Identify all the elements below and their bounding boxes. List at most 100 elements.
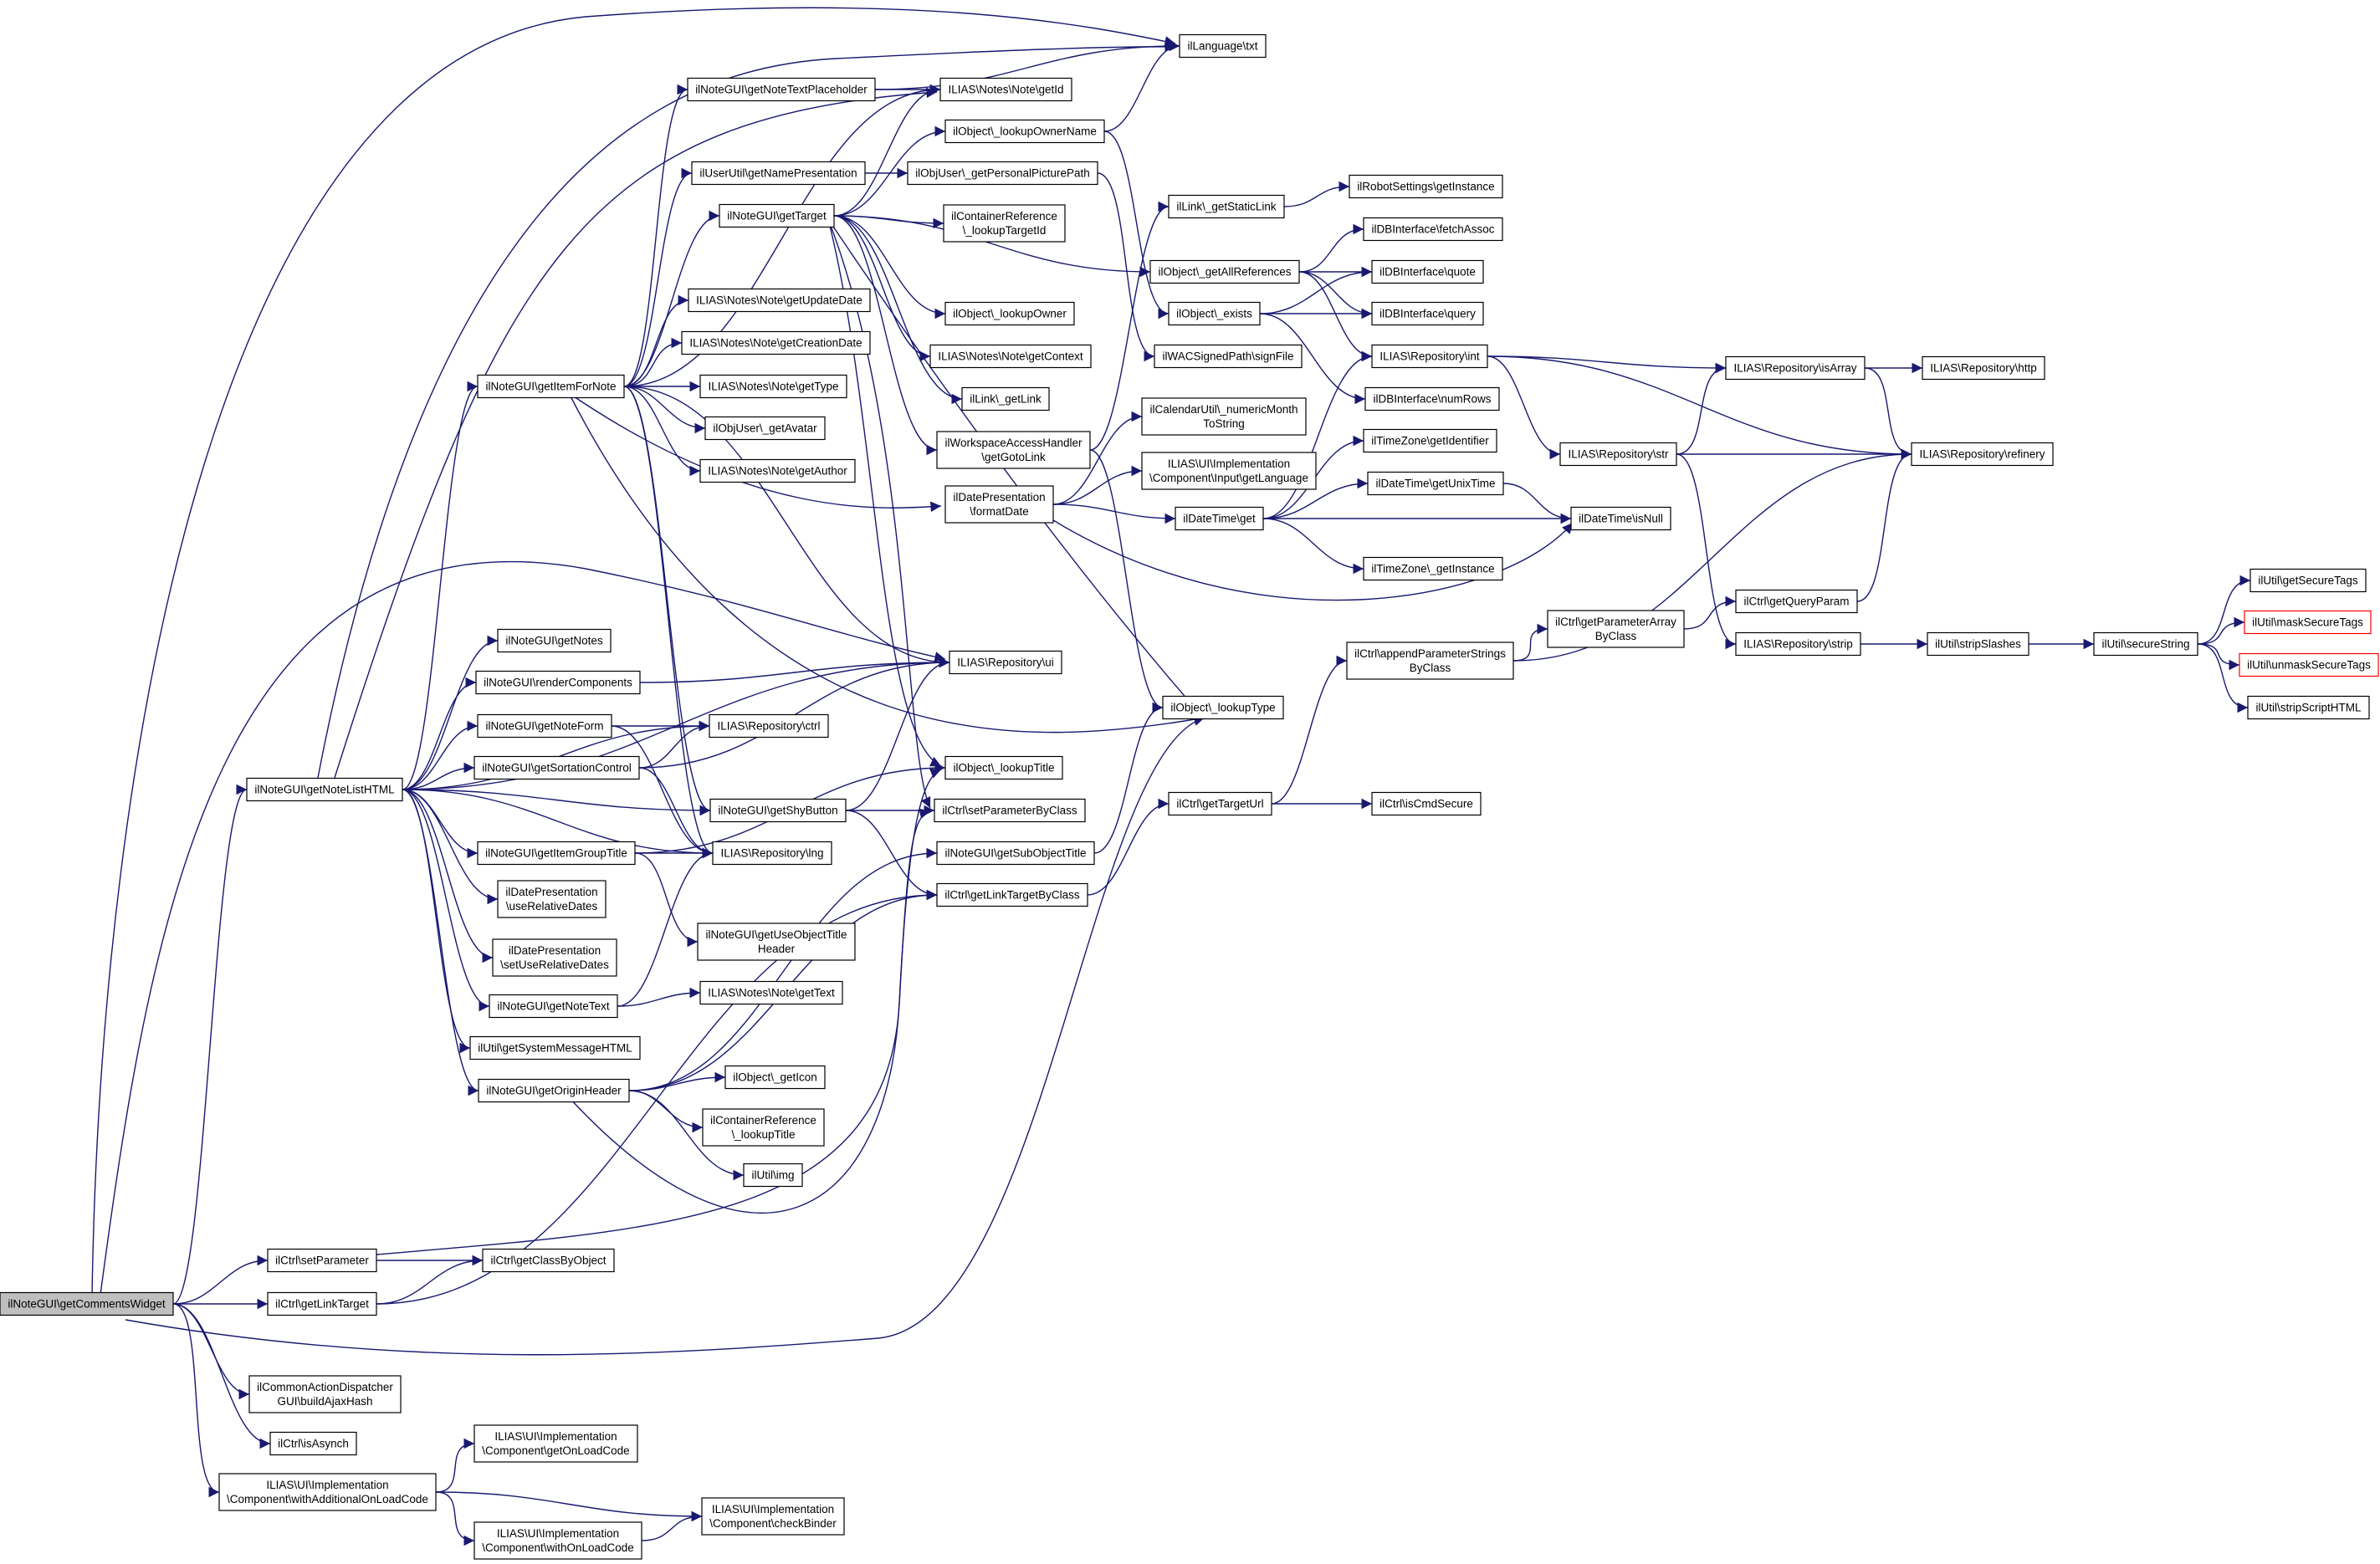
node-getSecureTags[interactable]: ilUtil\getSecureTags — [2249, 568, 2367, 593]
node-root[interactable]: ilNoteGUI\getCommentsWidget — [0, 1291, 174, 1316]
node-getAllReferences[interactable]: ilObject\_getAllReferences — [1149, 259, 1300, 284]
node-noteGetAuthor[interactable]: ILIAS\Notes\Note\getAuthor — [699, 458, 856, 483]
node-withAdditionalOnLoadCode[interactable]: ILIAS\UI\Implementation\Component\withAd… — [218, 1473, 437, 1511]
node-signFile[interactable]: ilWACSignedPath\signFile — [1154, 344, 1303, 369]
node-withOnLoadCode[interactable]: ILIAS\UI\Implementation\Component\withOn… — [473, 1521, 642, 1560]
node-getStaticLink[interactable]: ilLink\_getStaticLink — [1168, 194, 1285, 219]
node-contRefLookupTargetId[interactable]: ilContainerReference\_lookupTargetId — [943, 204, 1066, 243]
node-getTarget[interactable]: ilNoteGUI\getTarget — [719, 203, 835, 228]
node-tzGetIdentifier[interactable]: ilTimeZone\getIdentifier — [1363, 428, 1497, 453]
node-getShyButton[interactable]: ilNoteGUI\getShyButton — [709, 798, 847, 823]
node-getItemForNote[interactable]: ilNoteGUI\getItemForNote — [477, 374, 625, 399]
node-setParameterByClass[interactable]: ilCtrl\setParameterByClass — [934, 798, 1086, 823]
node-maskSecureTags[interactable]: ilUtil\maskSecureTags — [2244, 610, 2372, 635]
node-lookupOwnerName[interactable]: ilObject\_lookupOwnerName — [944, 119, 1105, 144]
node-getOriginHeader[interactable]: ilNoteGUI\getOriginHeader — [478, 1078, 630, 1103]
node-getQueryParam[interactable]: ilCtrl\getQueryParam — [1735, 589, 1858, 614]
node-renderComponents[interactable]: ilNoteGUI\renderComponents — [475, 670, 641, 695]
node-getPersonalPicturePath[interactable]: ilObjUser\_getPersonalPicturePath — [907, 161, 1098, 186]
node-label: ilCtrl\getParameterArray — [1555, 616, 1676, 628]
node-linkGetLink[interactable]: ilLink\_getLink — [961, 386, 1050, 411]
node-repoCtrl[interactable]: ILIAS\Repository\ctrl — [709, 713, 829, 739]
node-isAsynch[interactable]: ilCtrl\isAsynch — [269, 1431, 357, 1456]
node-dateTimeGet[interactable]: ilDateTime\get — [1175, 506, 1264, 531]
node-objUserGetAvatar[interactable]: ilObjUser\_getAvatar — [704, 416, 826, 441]
node-unmaskSecureTags[interactable]: ilUtil\unmaskSecureTags — [2239, 652, 2379, 677]
node-getTargetUrl[interactable]: ilCtrl\getTargetUrl — [1168, 791, 1272, 816]
node-noteGetContext[interactable]: ILIAS\Notes\Note\getContext — [929, 344, 1092, 369]
node-dbQuery[interactable]: ilDBInterface\query — [1371, 301, 1484, 326]
node-repoLng[interactable]: ILIAS\Repository\lng — [712, 841, 832, 866]
node-lookupTitle[interactable]: ilObject\_lookupTitle — [944, 755, 1063, 780]
node-buildAjaxHash[interactable]: ilCommonActionDispatcherGUI\buildAjaxHas… — [248, 1375, 402, 1413]
node-dateTimeIsNull[interactable]: ilDateTime\isNull — [1570, 506, 1671, 531]
node-robotGetInstance[interactable]: ilRobotSettings\getInstance — [1349, 174, 1503, 199]
node-repoStr[interactable]: ILIAS\Repository\str — [1559, 442, 1677, 467]
node-objExists[interactable]: ilObject\_exists — [1168, 301, 1261, 326]
node-lookupType[interactable]: ilObject\_lookupType — [1162, 695, 1284, 720]
node-getItemGroupTitle[interactable]: ilNoteGUI\getItemGroupTitle — [477, 841, 636, 866]
node-label: ilCommonActionDispatcher — [257, 1381, 393, 1393]
node-noteGetText[interactable]: ILIAS\Notes\Note\getText — [699, 980, 843, 1005]
node-getNoteText[interactable]: ilNoteGUI\getNoteText — [489, 994, 618, 1019]
node-useRelativeDates[interactable]: ilDatePresentation\useRelativeDates — [497, 880, 607, 918]
node-noteGetUpdateDate[interactable]: ILIAS\Notes\Note\getUpdateDate — [688, 288, 871, 313]
node-getNotes[interactable]: ilNoteGUI\getNotes — [497, 628, 612, 653]
node-label: ILIAS\Notes\Note\getCreationDate — [689, 337, 862, 350]
node-repoHttp[interactable]: ILIAS\Repository\http — [1922, 355, 2045, 381]
node-getClassByObject[interactable]: ilCtrl\getClassByObject — [482, 1248, 615, 1273]
node-utilImg[interactable]: ilUtil\img — [743, 1163, 803, 1188]
node-setUseRelativeDates[interactable]: ilDatePresentation\setUseRelativeDates — [492, 938, 617, 977]
node-contRefLookupTitle[interactable]: ilContainerReference\_lookupTitle — [702, 1108, 825, 1147]
node-getSubObjectTitle[interactable]: ilNoteGUI\getSubObjectTitle — [936, 841, 1095, 866]
edge-getItemForNote-to-noteGetCreationDate — [623, 337, 683, 387]
node-repoRefinery[interactable]: ILIAS\Repository\refinery — [1911, 442, 2054, 467]
node-box — [709, 713, 829, 739]
node-repoIsArray[interactable]: ILIAS\Repository\isArray — [1725, 355, 1866, 381]
node-getSystemMessageHTML[interactable]: ilUtil\getSystemMessageHTML — [469, 1035, 641, 1061]
node-stripSlashes[interactable]: ilUtil\stripSlashes — [1927, 631, 2029, 657]
edge-appendParameterStringsByClass-to-repoRefinery — [1512, 448, 1912, 662]
node-label: ilLink\_getLink — [970, 393, 1042, 406]
node-label: ilLink\_getStaticLink — [1176, 201, 1277, 213]
node-label: ilDBInterface\query — [1379, 308, 1476, 320]
node-getNoteForm[interactable]: ilNoteGUI\getNoteForm — [477, 713, 612, 739]
node-stripScriptHTML[interactable]: ilUtil\stripScriptHTML — [2247, 695, 2370, 720]
node-lookupOwner[interactable]: ilObject\_lookupOwner — [944, 301, 1075, 326]
node-getNoteListHTML[interactable]: ilNoteGUI\getNoteListHTML — [246, 777, 403, 802]
node-ctrlSetParameter[interactable]: ilCtrl\setParameter — [267, 1248, 377, 1273]
node-noteGetType[interactable]: ILIAS\Notes\Note\getType — [699, 374, 847, 399]
node-tzGetInstance[interactable]: ilTimeZone\_getInstance — [1363, 556, 1503, 581]
node-checkBinder[interactable]: ILIAS\UI\Implementation\Component\checkB… — [701, 1497, 845, 1536]
node-dbFetchAssoc[interactable]: ilDBInterface\fetchAssoc — [1363, 217, 1503, 242]
node-langTxt[interactable]: ilLanguage\txt — [1179, 33, 1267, 59]
node-formatDate[interactable]: ilDatePresentation\formatDate — [944, 485, 1054, 524]
node-label: ilContainerReference — [710, 1114, 816, 1127]
node-getGotoLink[interactable]: ilWorkspaceAccessHandler\getGotoLink — [936, 431, 1091, 469]
node-isCmdSecure[interactable]: ilCtrl\isCmdSecure — [1371, 791, 1482, 816]
node-getNamePresentation[interactable]: ilUserUtil\getNamePresentation — [691, 161, 866, 186]
node-box — [1168, 791, 1272, 816]
node-getUnixTime[interactable]: ilDateTime\getUnixTime — [1367, 471, 1504, 496]
node-dbNumRows[interactable]: ilDBInterface\numRows — [1364, 386, 1500, 411]
node-repoUi[interactable]: ILIAS\Repository\ui — [949, 650, 1062, 675]
node-getSortationControl[interactable]: ilNoteGUI\getSortationControl — [473, 755, 640, 780]
node-ctrlGetLinkTarget[interactable]: ilCtrl\getLinkTarget — [267, 1291, 377, 1316]
node-repoInt[interactable]: ILIAS\Repository\int — [1371, 344, 1488, 369]
node-box — [934, 798, 1086, 823]
node-box — [691, 161, 866, 186]
node-getLinkTargetByClass[interactable]: ilCtrl\getLinkTargetByClass — [936, 882, 1088, 907]
node-noteGetCreationDate[interactable]: ILIAS\Notes\Note\getCreationDate — [681, 330, 871, 355]
node-secureString[interactable]: ilUtil\secureString — [2093, 631, 2198, 657]
node-objGetIcon[interactable]: ilObject\_getIcon — [724, 1065, 826, 1090]
node-getOnLoadCode[interactable]: ILIAS\UI\Implementation\Component\getOnL… — [473, 1424, 638, 1463]
node-inputGetLanguage[interactable]: ILIAS\UI\Implementation\Component\Input\… — [1141, 452, 1317, 490]
node-dbQuote[interactable]: ilDBInterface\quote — [1371, 259, 1484, 284]
node-noteGetId[interactable]: ILIAS\Notes\Note\getId — [939, 77, 1072, 102]
node-repoStrip[interactable]: ILIAS\Repository\strip — [1735, 631, 1861, 657]
node-getNoteTextPlaceholder[interactable]: ilNoteGUI\getNoteTextPlaceholder — [687, 77, 876, 102]
